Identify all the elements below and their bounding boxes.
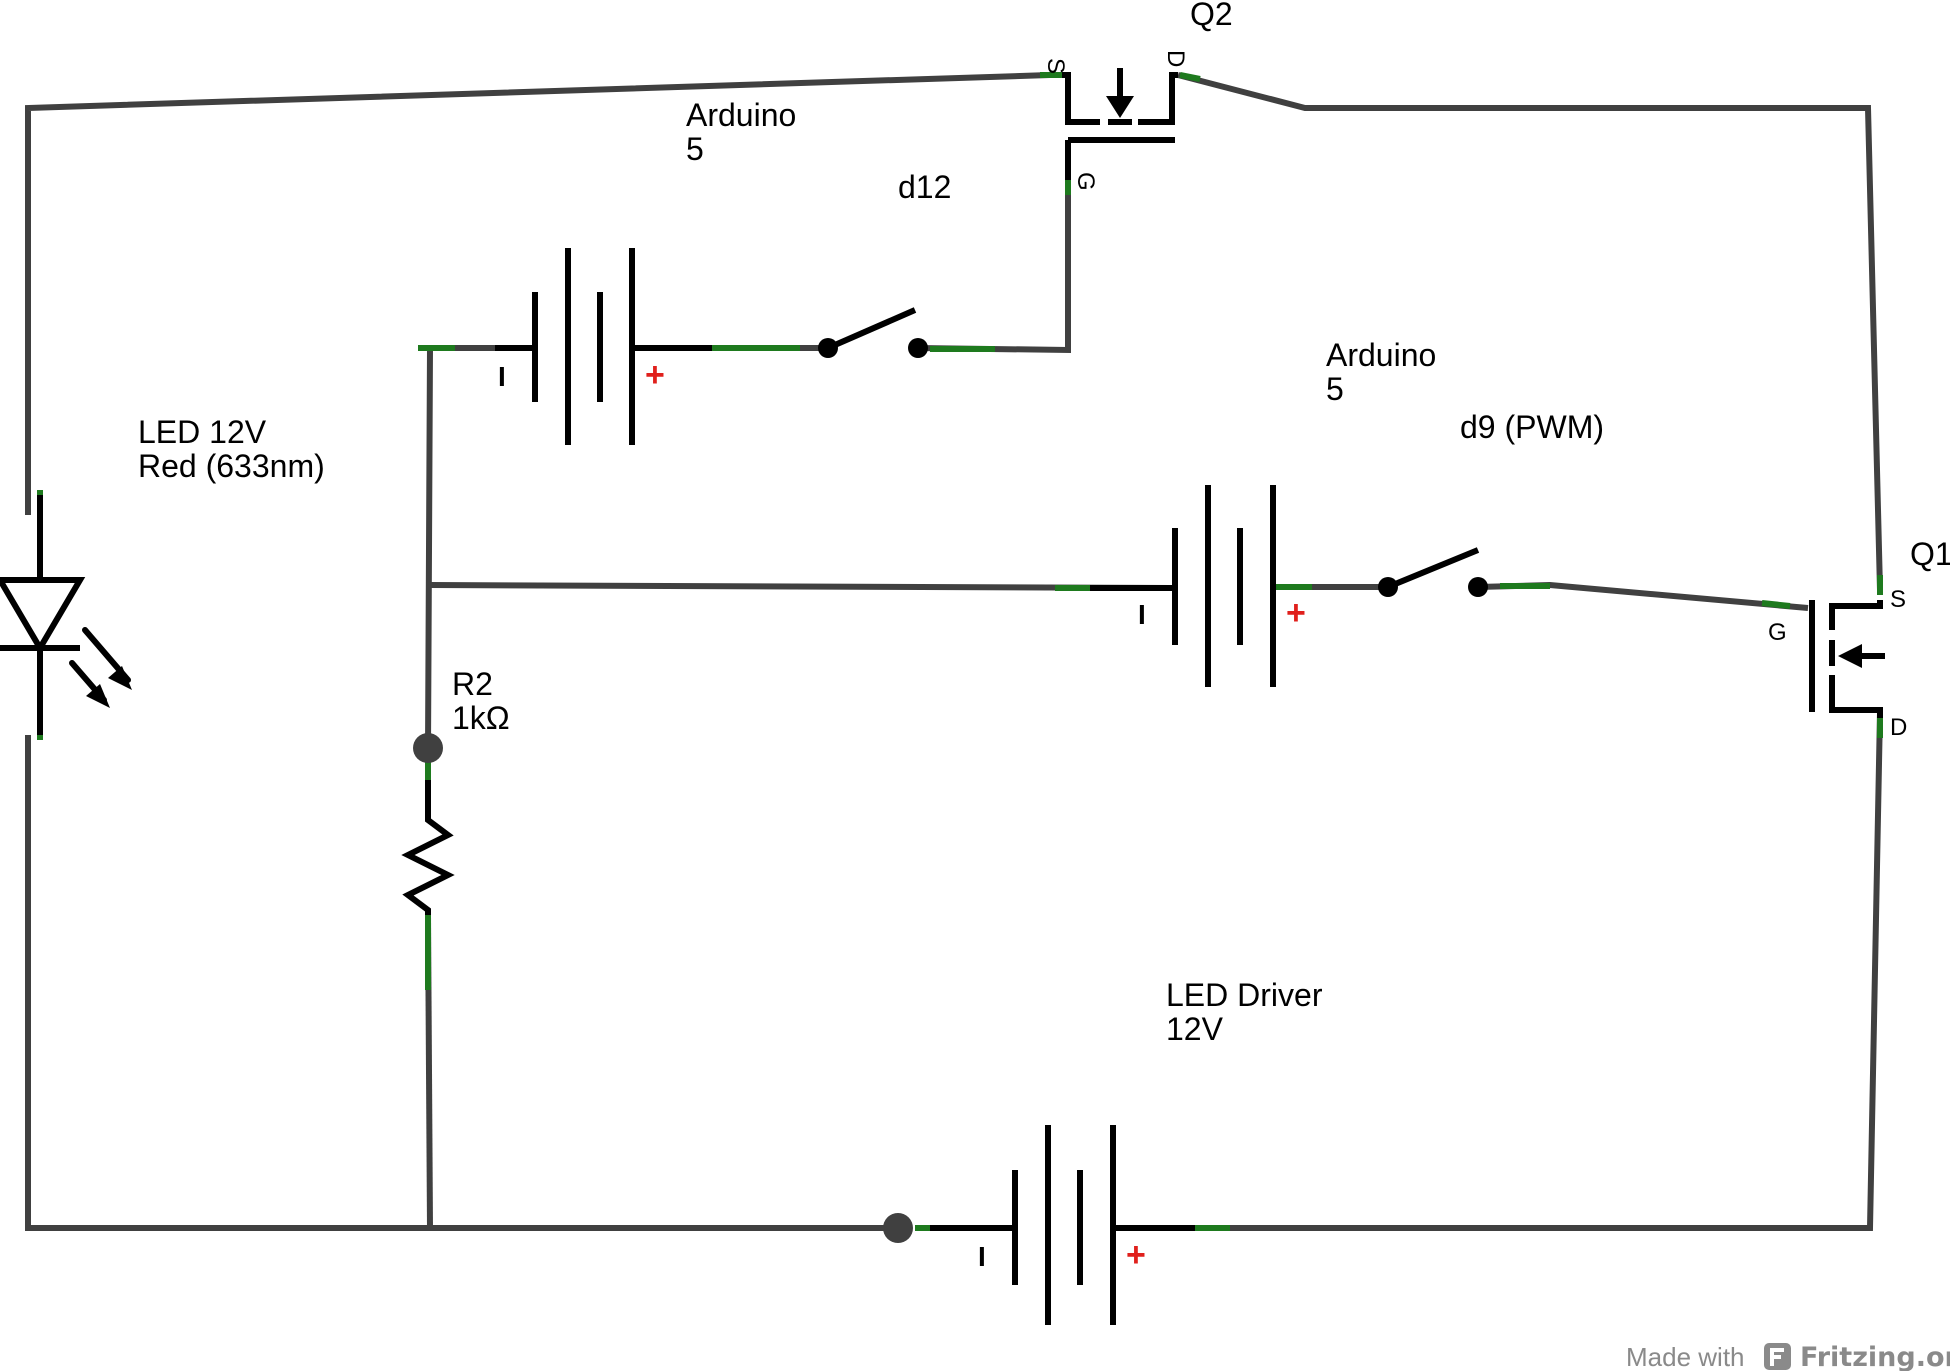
- d9-pwm-label: d9 (PWM): [1460, 409, 1604, 445]
- junction-dot-r2: [413, 733, 443, 763]
- pin-stub: [1179, 72, 1201, 82]
- mosfet-q1-symbol: [1809, 600, 1885, 718]
- credit-brand: Fritzing.org: [1800, 1342, 1950, 1371]
- battery1-minus-sign: I: [498, 361, 506, 392]
- wire-q2-drain-to-right: [1177, 72, 1883, 591]
- q1-gate-pin-label: G: [1768, 619, 1787, 646]
- d12-label: d12: [898, 169, 951, 205]
- led-driver-label: LED Driver: [1166, 977, 1323, 1013]
- wires: [25, 72, 1883, 1231]
- r2-value-label: 1kΩ: [452, 700, 510, 736]
- battery-arduino-d12: [495, 248, 712, 445]
- resistor-r2-symbol: [401, 780, 455, 915]
- arduino-mid-voltage: 5: [1326, 371, 1344, 407]
- credit-prefix: Made with: [1626, 1342, 1745, 1371]
- battery-led-driver: [930, 1125, 1195, 1325]
- wire-junction-to-battery2: [429, 582, 1171, 591]
- wire-top-left-to-q2-source: [25, 72, 1051, 515]
- led-symbol: [0, 495, 132, 735]
- wire-q1-drain-to-bottom: [1110, 711, 1883, 1231]
- battery2-minus-sign: I: [1138, 599, 1146, 630]
- battery2-plus-sign: +: [1286, 594, 1306, 632]
- pin-stubs: [37, 72, 1883, 1231]
- q2-label: Q2: [1190, 0, 1233, 32]
- battery1-plus-sign: +: [645, 356, 665, 394]
- battery3-minus-sign: I: [978, 1241, 986, 1272]
- q2-drain-pin-label: D: [1162, 50, 1189, 67]
- q1-source-pin-label: S: [1890, 586, 1906, 613]
- q1-drain-pin-label: D: [1890, 714, 1907, 741]
- battery-arduino-d9: [1090, 485, 1276, 687]
- led-driver-voltage: 12V: [1166, 1011, 1224, 1047]
- led-color-label: Red (633nm): [138, 448, 325, 484]
- switch-d9: [1378, 547, 1488, 597]
- arduino-mid-label: Arduino: [1326, 337, 1436, 373]
- fritzing-logo-icon: [1764, 1343, 1791, 1370]
- arduino-top-label: Arduino: [686, 97, 796, 133]
- junction-dot-ground: [883, 1213, 913, 1243]
- q1-label: Q1: [1910, 536, 1950, 572]
- battery3-plus-sign: +: [1126, 1236, 1146, 1274]
- arduino-top-voltage: 5: [686, 131, 704, 167]
- q2-gate-pin-label: G: [1072, 172, 1099, 191]
- r2-label: R2: [452, 666, 493, 702]
- led-label: LED 12V: [138, 414, 267, 450]
- wire-bottom-left: [25, 735, 898, 1231]
- switch-d12: [818, 307, 928, 358]
- q2-source-pin-label: S: [1042, 58, 1069, 74]
- pin-stub: [1761, 600, 1791, 609]
- mosfet-q2-symbol: [1062, 68, 1178, 180]
- fritzing-credit: Made with Fritzing.org: [1626, 1342, 1950, 1371]
